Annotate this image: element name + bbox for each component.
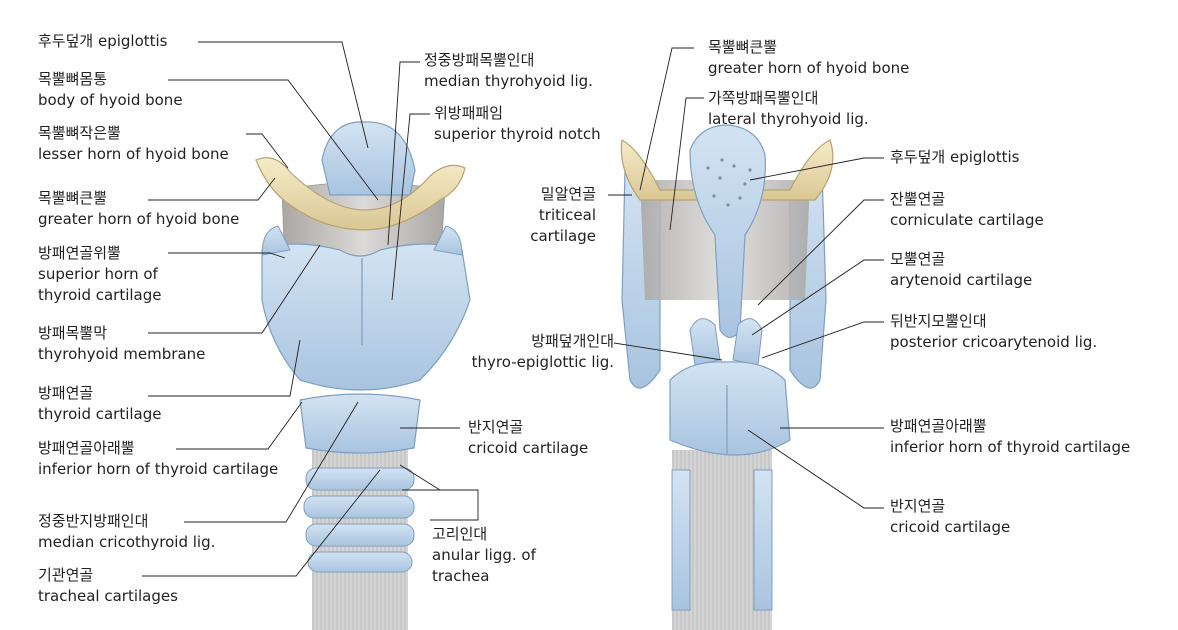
anterior-thyroid bbox=[261, 243, 471, 391]
label-median-cricothyroid-en: median cricothyroid lig. bbox=[38, 533, 216, 551]
label-superior-notch-ko: 위방패패임 bbox=[434, 104, 504, 122]
label-median-cricothyroid-ko: 정중반지방패인대 bbox=[38, 512, 149, 530]
label-thyrohyoid-membrane: 방패목뿔막 thyrohyoid membrane bbox=[38, 323, 205, 365]
label-epiglottis-posterior: 후두덮개 epiglottis bbox=[890, 147, 1020, 168]
label-median-thyrohyoid: 정중방패목뿔인대 median thyrohyoid lig. bbox=[424, 50, 593, 92]
label-superior-horn-en: superior horn of bbox=[38, 265, 158, 283]
label-greater-horn-posterior: 목뿔뼈큰뿔 greater horn of hyoid bone bbox=[708, 37, 909, 79]
posterior-arytenoids bbox=[689, 318, 763, 366]
label-greater-horn-anterior-ko: 목뿔뼈큰뿔 bbox=[38, 189, 108, 207]
label-arytenoid-en: arytenoid cartilage bbox=[890, 271, 1033, 289]
label-lesser-horn: 목뿔뼈작은뿔 lesser horn of hyoid bone bbox=[38, 123, 229, 165]
posterior-larynx bbox=[620, 124, 834, 630]
label-lesser-horn-ko: 목뿔뼈작은뿔 bbox=[38, 124, 121, 142]
label-cricoid-anterior-ko: 반지연골 bbox=[468, 418, 524, 436]
label-greater-horn-anterior-en: greater horn of hyoid bone bbox=[38, 210, 240, 228]
label-greater-horn-posterior-en: greater horn of hyoid bone bbox=[708, 59, 910, 77]
label-superior-notch-en: superior thyroid notch bbox=[434, 125, 601, 143]
label-greater-horn-anterior: 목뿔뼈큰뿔 greater horn of hyoid bone bbox=[38, 188, 239, 230]
label-arytenoid-ko: 모뿔연골 bbox=[890, 250, 946, 268]
label-cricoid-posterior-ko: 반지연골 bbox=[890, 497, 946, 515]
label-thyro-epiglottic: 방패덮개인대 thyro-epiglottic lig. bbox=[456, 331, 614, 373]
label-thyrohyoid-membrane-en: thyrohyoid membrane bbox=[38, 345, 206, 363]
label-cricoid-anterior-en: cricoid cartilage bbox=[468, 439, 589, 457]
label-anular-ligg-ko: 고리인대 bbox=[432, 525, 488, 543]
anterior-hyoid bbox=[255, 157, 466, 231]
label-body-hyoid: 목뿔뼈몸통 body of hyoid bone bbox=[38, 69, 183, 111]
label-superior-horn-ko: 방패연골위뿔 bbox=[38, 244, 121, 262]
leader-lines bbox=[142, 41, 884, 577]
label-inferior-horn-posterior-ko: 방패연골아래뿔 bbox=[890, 417, 987, 435]
label-corniculate: 잔뿔연골 corniculate cartilage bbox=[890, 189, 1044, 231]
label-greater-horn-posterior-ko: 목뿔뼈큰뿔 bbox=[708, 38, 778, 56]
posterior-hyoid bbox=[620, 139, 834, 201]
label-inferior-horn-anterior-ko: 방패연골아래뿔 bbox=[38, 439, 135, 457]
label-body-hyoid-ko: 목뿔뼈몸통 bbox=[38, 70, 108, 88]
label-epiglottis-anterior: 후두덮개 epiglottis bbox=[38, 31, 168, 52]
label-lateral-thyrohyoid: 가쪽방패목뿔인대 lateral thyrohyoid lig. bbox=[708, 88, 869, 130]
posterior-epiglottis bbox=[689, 124, 766, 339]
anterior-epiglottis bbox=[321, 121, 416, 196]
label-inferior-horn-anterior-en: inferior horn of thyroid cartilage bbox=[38, 460, 279, 478]
posterior-cricoid bbox=[669, 361, 791, 456]
label-median-thyrohyoid-ko: 정중방패목뿔인대 bbox=[424, 51, 535, 69]
label-inferior-horn-anterior: 방패연골아래뿔 inferior horn of thyroid cartila… bbox=[38, 438, 278, 480]
label-corniculate-en: corniculate cartilage bbox=[890, 211, 1044, 229]
label-triticeal-en: triticeal bbox=[538, 206, 596, 224]
label-corniculate-ko: 잔뿔연골 bbox=[890, 190, 946, 208]
label-median-thyrohyoid-en: median thyrohyoid lig. bbox=[424, 72, 593, 90]
label-tracheal-cartilages-ko: 기관연골 bbox=[38, 566, 94, 584]
label-thyro-epiglottic-en: thyro-epiglottic lig. bbox=[471, 353, 614, 371]
label-triticeal-ko: 밀알연골 bbox=[540, 185, 596, 203]
label-superior-horn: 방패연골위뿔 superior horn of thyroid cartilag… bbox=[38, 243, 162, 306]
label-posterior-cricoarytenoid: 뒤반지모뿔인대 posterior cricoarytenoid lig. bbox=[890, 311, 1097, 353]
label-epiglottis-posterior-ko: 후두덮개 epiglottis bbox=[890, 148, 1020, 166]
label-thyroid-cartilage: 방패연골 thyroid cartilage bbox=[38, 383, 162, 425]
label-thyrohyoid-membrane-ko: 방패목뿔막 bbox=[38, 324, 108, 342]
label-inferior-horn-posterior: 방패연골아래뿔 inferior horn of thyroid cartila… bbox=[890, 416, 1130, 458]
label-posterior-cricoarytenoid-ko: 뒤반지모뿔인대 bbox=[890, 312, 987, 330]
label-tracheal-cartilages-en: tracheal cartilages bbox=[38, 587, 178, 605]
label-anular-ligg-en2: trachea bbox=[432, 567, 490, 585]
label-triticeal: 밀알연골 triticeal cartilage bbox=[512, 184, 596, 247]
anterior-larynx bbox=[255, 121, 471, 630]
anterior-tracheal-rings bbox=[303, 467, 415, 573]
label-thyro-epiglottic-ko: 방패덮개인대 bbox=[531, 332, 614, 350]
label-posterior-cricoarytenoid-en: posterior cricoarytenoid lig. bbox=[890, 333, 1098, 351]
label-median-cricothyroid: 정중반지방패인대 median cricothyroid lig. bbox=[38, 511, 215, 553]
anterior-cricoid bbox=[299, 393, 421, 454]
label-inferior-horn-posterior-en: inferior horn of thyroid cartilage bbox=[890, 438, 1131, 456]
label-cricoid-posterior-en: cricoid cartilage bbox=[890, 518, 1011, 536]
label-lateral-thyrohyoid-en: lateral thyrohyoid lig. bbox=[708, 110, 869, 128]
label-tracheal-cartilages: 기관연골 tracheal cartilages bbox=[38, 565, 178, 607]
label-superior-notch: 위방패패임 superior thyroid notch bbox=[434, 103, 601, 145]
label-cricoid-anterior: 반지연골 cricoid cartilage bbox=[468, 417, 588, 459]
label-triticeal-en2: cartilage bbox=[530, 227, 596, 245]
label-epiglottis-anterior-ko: 후두덮개 epiglottis bbox=[38, 32, 168, 50]
label-anular-ligg: 고리인대 anular ligg. of trachea bbox=[432, 524, 536, 587]
label-body-hyoid-en: body of hyoid bone bbox=[38, 91, 183, 109]
label-lateral-thyrohyoid-ko: 가쪽방패목뿔인대 bbox=[708, 89, 819, 107]
posterior-tracheal-rings bbox=[671, 469, 773, 611]
label-thyroid-cartilage-en: thyroid cartilage bbox=[38, 405, 162, 423]
label-thyroid-cartilage-ko: 방패연골 bbox=[38, 384, 94, 402]
label-anular-ligg-en: anular ligg. of bbox=[432, 546, 536, 564]
label-lesser-horn-en: lesser horn of hyoid bone bbox=[38, 145, 229, 163]
label-arytenoid: 모뿔연골 arytenoid cartilage bbox=[890, 249, 1032, 291]
label-cricoid-posterior: 반지연골 cricoid cartilage bbox=[890, 496, 1010, 538]
label-superior-horn-en2: thyroid cartilage bbox=[38, 286, 162, 304]
